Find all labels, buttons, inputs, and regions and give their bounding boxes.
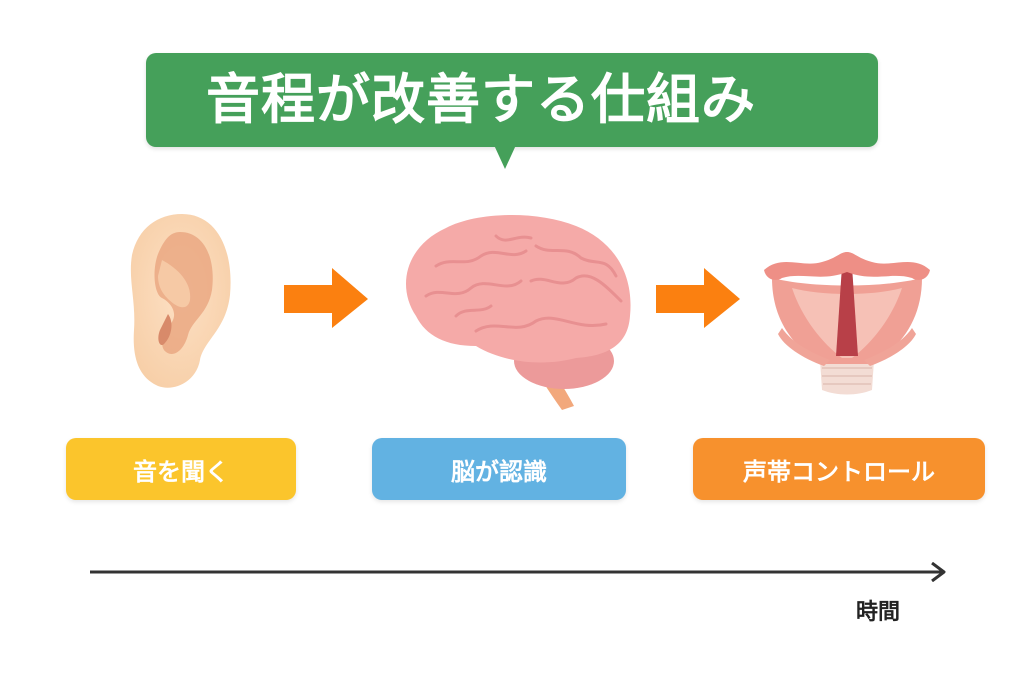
page-title: 音程が改善する仕組み: [206, 68, 756, 131]
vocal-cords-icon: [764, 252, 930, 395]
step-label-text: 声帯コントロール: [743, 457, 935, 486]
brain-icon: [406, 214, 631, 410]
step-label-brain-recognize: 脳が認識: [372, 438, 626, 500]
arrow-right-icon: [284, 268, 368, 328]
arrow-right-icon: [656, 268, 740, 328]
title-banner-tail: [494, 145, 516, 169]
ear-icon: [130, 214, 231, 388]
step-label-vocal-control: 声帯コントロール: [693, 438, 985, 500]
step-label-text: 音を聞く: [133, 457, 229, 486]
step-label-hear-sound: 音を聞く: [66, 438, 296, 500]
timeline-label: 時間: [856, 600, 901, 625]
title-banner: 音程が改善する仕組み: [146, 53, 878, 169]
step-label-text: 脳が認識: [451, 457, 547, 486]
timeline-arrow: [90, 562, 946, 582]
